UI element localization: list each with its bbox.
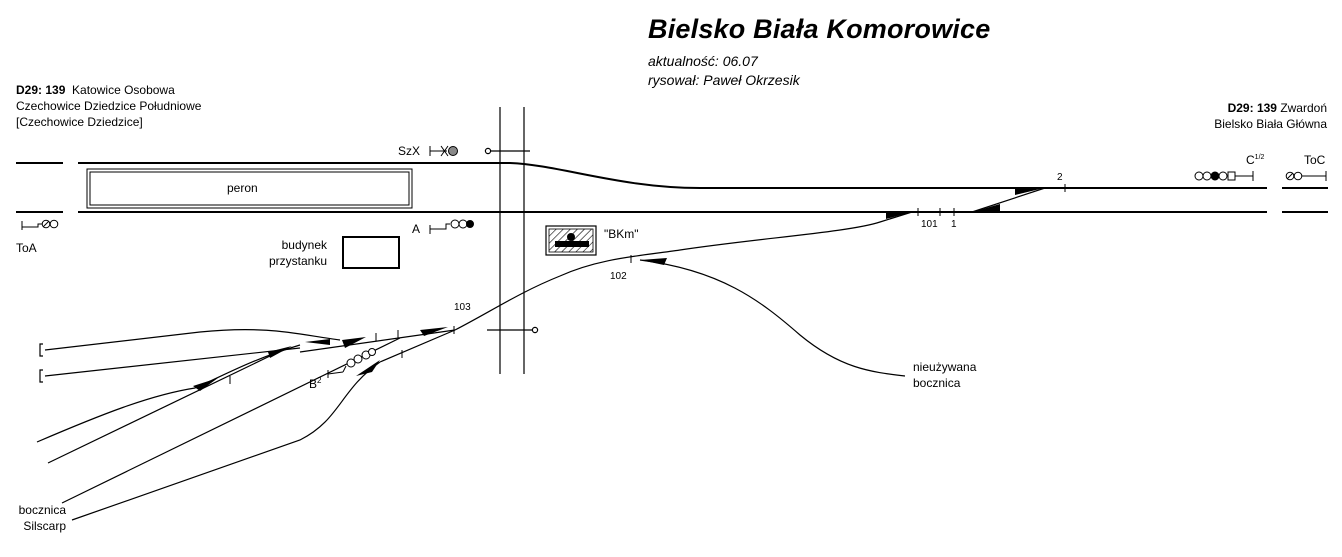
left-line-number: D29: 139 <box>16 83 66 97</box>
joint-ticks <box>229 184 1066 384</box>
signal-toc-label: ToC <box>1304 153 1326 167</box>
right-station: Zwardoń <box>1280 101 1327 115</box>
right-destination: D29: 139 Zwardoń Bielsko Biała Główna <box>1214 100 1327 132</box>
signal-b-name: B <box>309 377 318 391</box>
silscarp-label-line1: bocznica <box>18 503 66 517</box>
left-alt: [Czechowice Dziedzice] <box>16 115 143 129</box>
signal-c-name: C <box>1246 153 1255 167</box>
building-label-line1: budynek <box>281 238 327 252</box>
upper-main-track <box>16 162 1328 189</box>
author: rysował: Paweł Okrzesik <box>648 72 800 88</box>
silscarp-label-line2: Silscarp <box>23 519 66 533</box>
building-label-line2: przystanku <box>268 254 327 268</box>
right-via: Bielsko Biała Główna <box>1214 117 1327 131</box>
signal-box-icon <box>545 225 597 256</box>
update-date: aktualność: 06.07 <box>648 53 758 69</box>
page-title: Bielsko Biała Komorowice <box>648 14 991 44</box>
unused-siding-label-line2: bocznica <box>913 376 961 390</box>
switch-102-label: 102 <box>610 271 627 282</box>
signal-b-icon <box>327 348 376 378</box>
station-building <box>342 236 400 269</box>
signal-b-label: B2 <box>309 373 321 392</box>
road-crossing <box>484 107 539 374</box>
signal-a-label: A <box>412 222 421 236</box>
signal-box-label: "BKm" <box>604 227 639 241</box>
building-label: budynek przystanku <box>269 237 327 269</box>
signal-szx-icon <box>429 145 458 157</box>
signal-c-label: C1/2 <box>1246 150 1264 168</box>
platform <box>86 168 413 209</box>
switch-101-label: 101 <box>921 219 938 230</box>
unused-siding-label-line1: nieużywana <box>913 360 977 374</box>
signal-c-sup: 1/2 <box>1254 154 1265 161</box>
left-sidings <box>36 328 456 521</box>
switch-103-label: 103 <box>454 302 471 313</box>
left-via: Czechowice Dziedzice Południowe <box>16 99 202 113</box>
switch-1-label: 1 <box>951 219 957 230</box>
signal-toa-icon <box>21 219 59 230</box>
left-station: Katowice Osobowa <box>72 83 175 97</box>
signal-toa-label: ToA <box>16 241 37 255</box>
platform-label: peron <box>227 181 258 195</box>
left-destination: D29: 139 Katowice Osobowa Czechowice Dzi… <box>16 82 201 130</box>
signal-szx-label: SzX <box>398 144 421 158</box>
signal-a-icon <box>429 219 474 234</box>
unused-siding <box>639 259 906 377</box>
switch-frogs <box>193 189 1040 391</box>
switch-2-label: 2 <box>1057 172 1063 183</box>
crossover-tracks <box>454 187 1046 331</box>
silscarp-siding-label: bocznica Silscarp <box>19 502 66 534</box>
signal-c-icon <box>1194 171 1254 181</box>
buffer-stops <box>39 343 43 383</box>
right-line-number: D29: 139 <box>1227 101 1277 115</box>
signal-b-sup: 2 <box>317 376 322 385</box>
signal-toc-icon <box>1285 171 1327 181</box>
unused-siding-label: nieużywana bocznica <box>913 359 976 391</box>
